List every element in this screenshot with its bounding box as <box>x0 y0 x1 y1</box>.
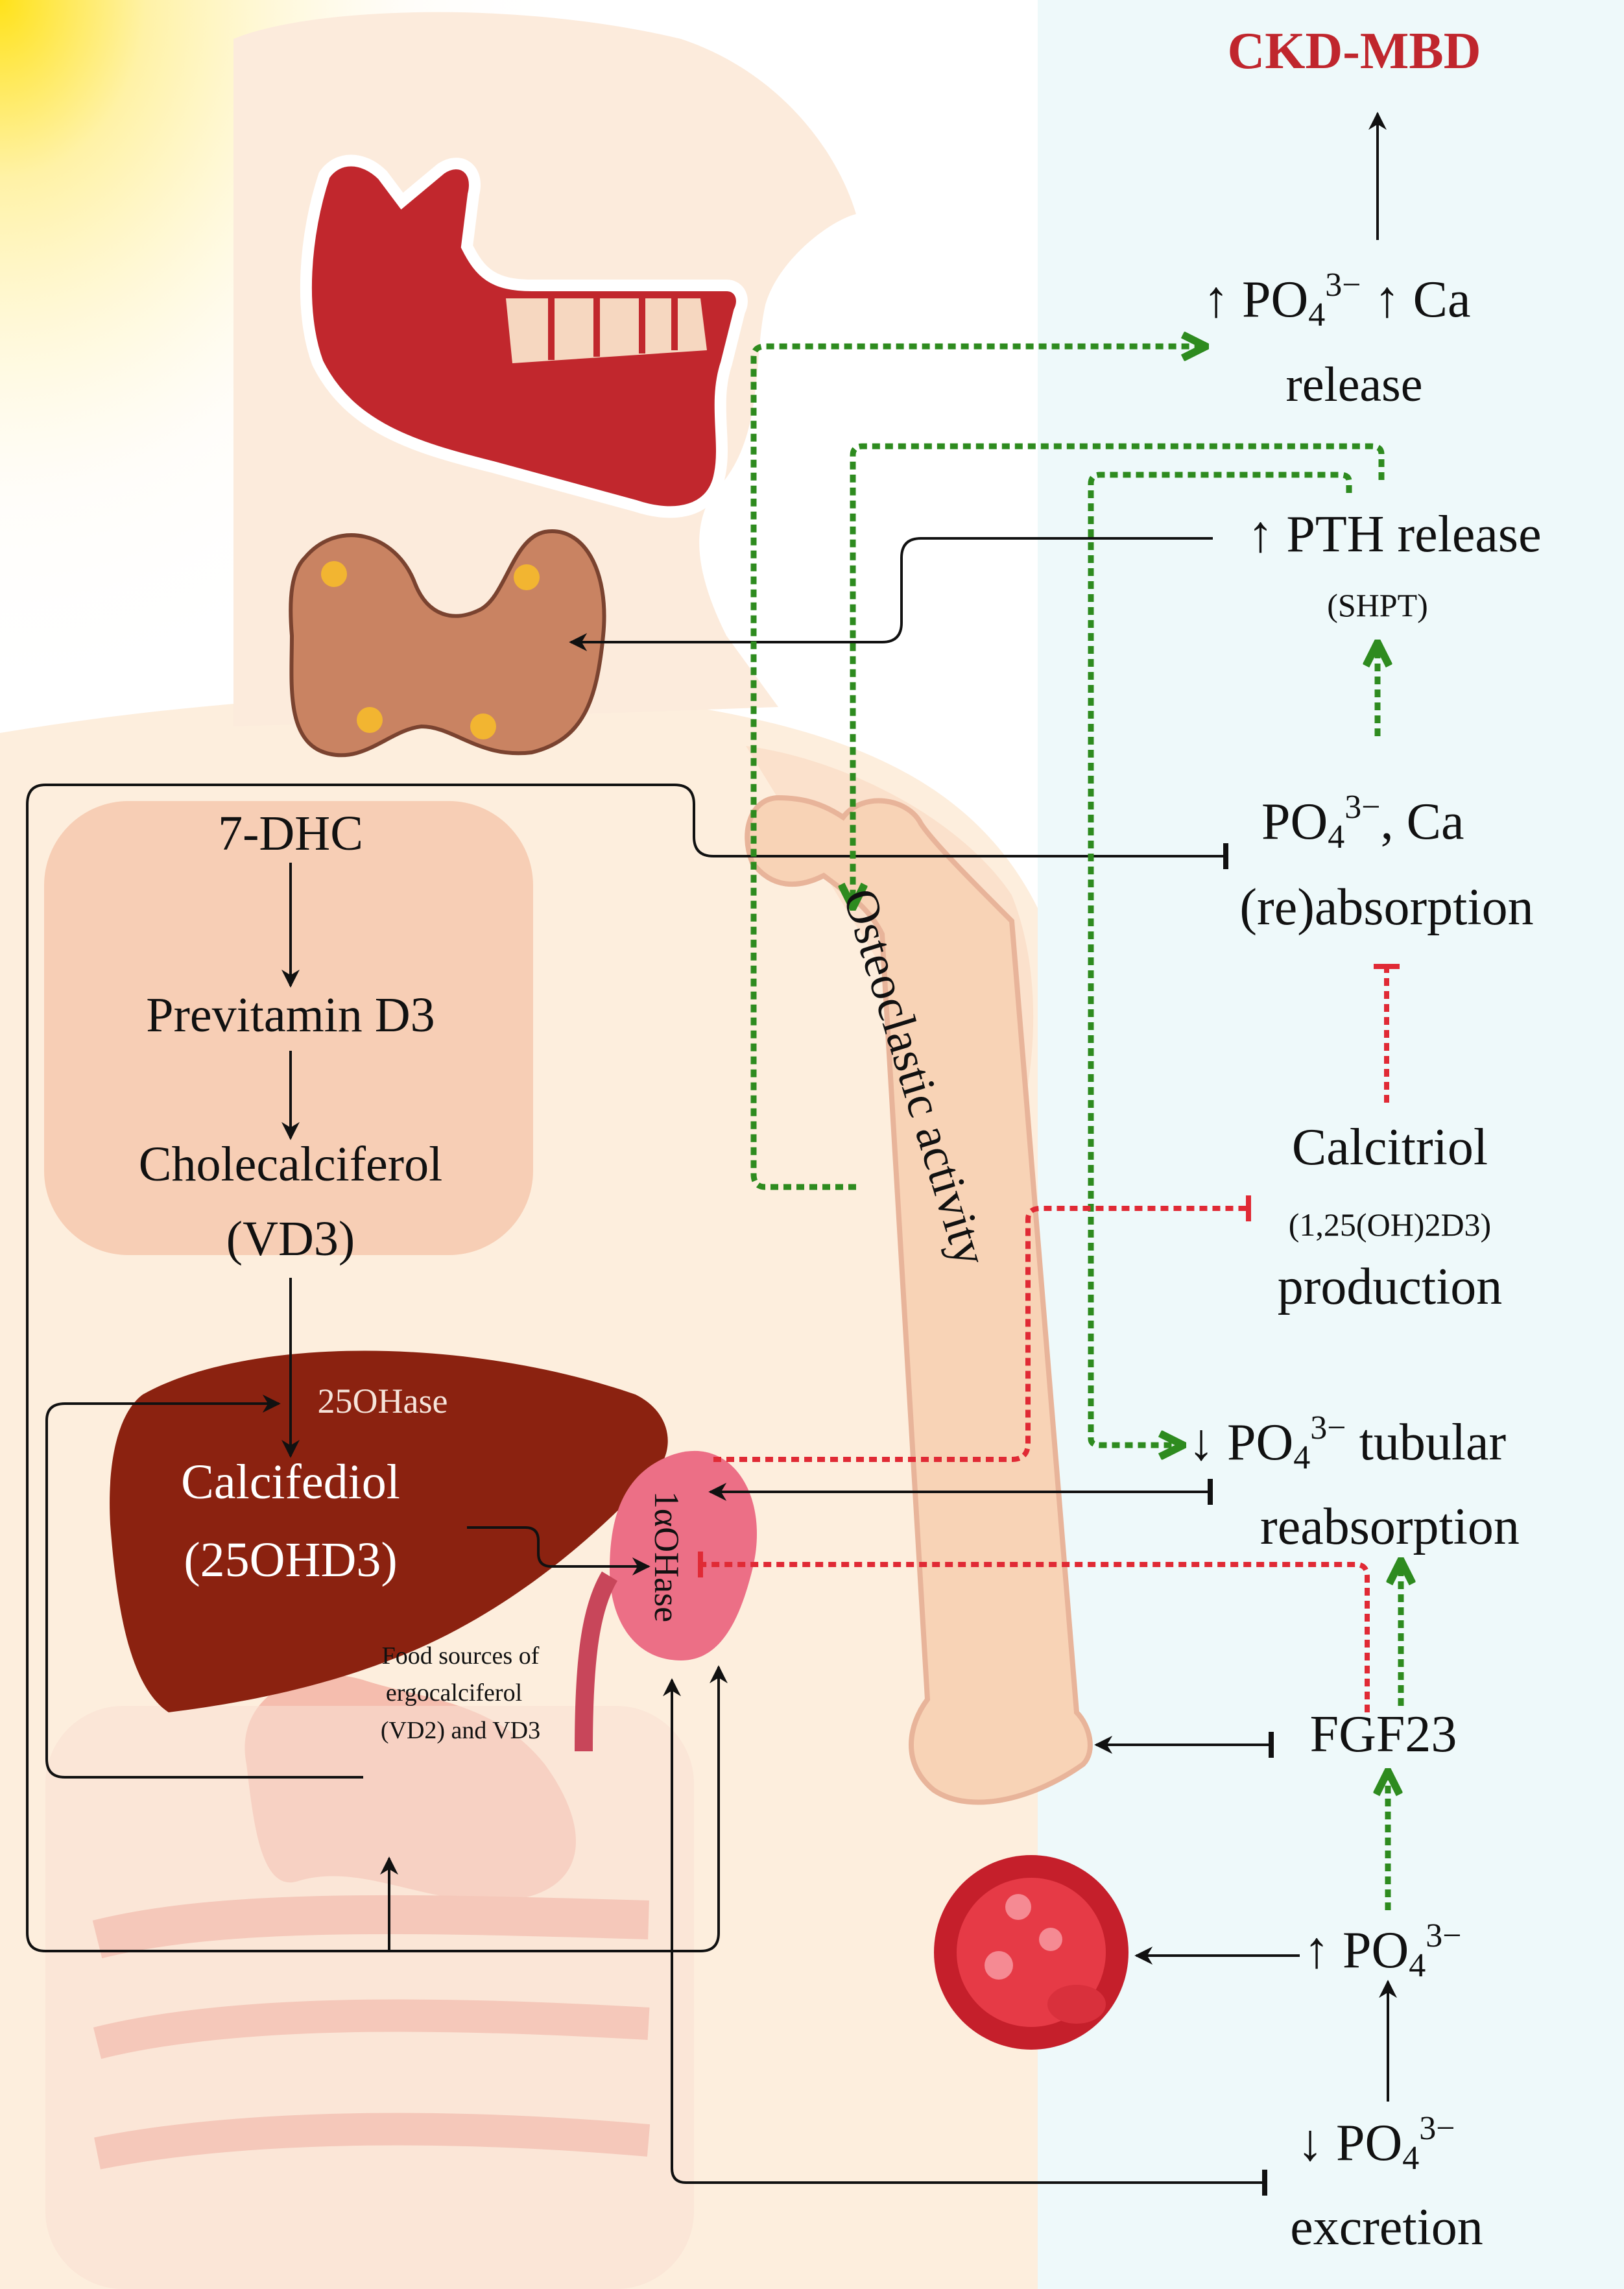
reabsorption-label: (re)absorption <box>1239 879 1533 936</box>
ckd-mbd-label: CKD-MBD <box>1227 23 1481 80</box>
jaw-illustration <box>300 154 748 518</box>
25ohase-label: 25OHase <box>318 1382 448 1420</box>
food-sources-line2: ergocalciferol <box>386 1679 522 1707</box>
skin-panel <box>44 801 533 1255</box>
previtamin-d3-label: Previtamin D3 <box>146 988 435 1042</box>
digestive-system <box>45 1675 694 2289</box>
tubular-label: ↓ PO43− tubular <box>1188 1409 1506 1476</box>
food-sources-line3: (VD2) and VD3 <box>381 1717 540 1744</box>
po4-increase-label: ↑ PO43− <box>1304 1917 1462 1984</box>
25ohd3-label: (25OHD3) <box>184 1533 397 1587</box>
reabsorption-ions-label: PO43−, Ca <box>1261 789 1464 856</box>
7-dhc-label: 7-DHC <box>218 806 363 861</box>
blood-vessel-illustration <box>934 1855 1128 2050</box>
excretion-label: excretion <box>1290 2199 1483 2256</box>
green-dotted-arrows <box>750 346 1401 1910</box>
shpt-label: (SHPT) <box>1327 587 1428 623</box>
po4-ca-increase-label: ↑ PO43− ↑ Ca <box>1203 267 1470 333</box>
cholecalciferol-label: Cholecalciferol <box>139 1137 442 1192</box>
release-label: release <box>1286 357 1423 412</box>
right-panel-labels: CKD-MBD ↑ PO43− ↑ Ca release ↑ PTH relea… <box>1188 23 1542 2256</box>
food-sources-line1: Food sources of <box>382 1642 540 1670</box>
po4-excretion-label: ↓ PO43− <box>1297 2110 1455 2177</box>
calcitriol-label: Calcitriol <box>1292 1119 1488 1176</box>
red-dotted-inhibitors <box>698 964 1400 1712</box>
vd3-label: (VD3) <box>226 1212 355 1266</box>
pth-release-label: ↑ PTH release <box>1247 506 1541 563</box>
calcitriol-formula-label: (1,25(OH)2D3) <box>1289 1206 1491 1243</box>
fgf23-label: FGF23 <box>1310 1706 1457 1763</box>
calcifediol-label: Calcifediol <box>181 1455 400 1509</box>
black-connectors <box>26 112 1397 2196</box>
thyroid-illustration <box>289 529 606 758</box>
1alpha-ohase-label: 1αOHase <box>647 1491 686 1622</box>
production-label: production <box>1278 1258 1503 1315</box>
ureter <box>575 1571 618 1752</box>
liver-illustration <box>110 1350 668 1712</box>
tubular-reabsorption-label: reabsorption <box>1260 1498 1520 1555</box>
